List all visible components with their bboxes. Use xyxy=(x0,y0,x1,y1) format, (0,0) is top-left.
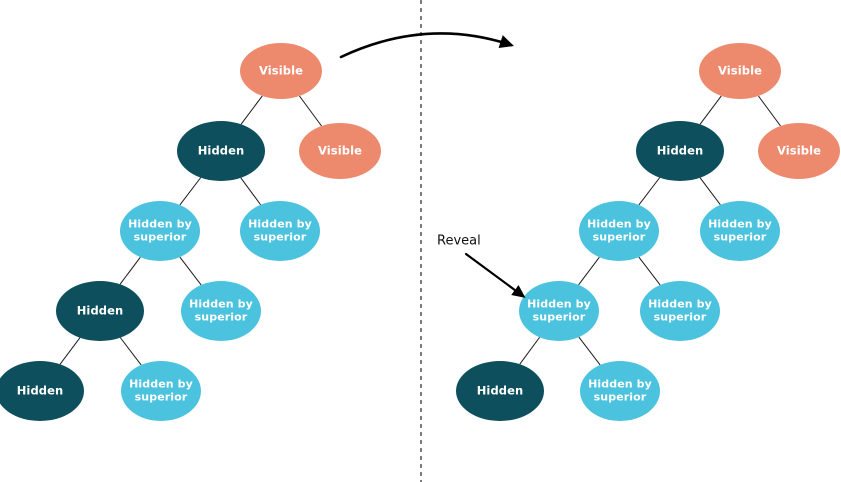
left-node-hidden[interactable]: Hidden xyxy=(0,361,84,421)
node-label: Hidden xyxy=(198,144,245,158)
node-ellipse[interactable] xyxy=(240,43,322,99)
left-node-hidden[interactable]: Hidden xyxy=(56,281,144,341)
tree-edge xyxy=(638,256,661,286)
right-node-visible[interactable]: Visible xyxy=(758,123,840,179)
node-ellipse[interactable] xyxy=(579,201,659,261)
right-node-hidden[interactable]: Hidden xyxy=(636,121,724,181)
tree-edge xyxy=(59,337,81,365)
right-node-hidden[interactable]: Hidden xyxy=(456,361,544,421)
node-ellipse[interactable] xyxy=(699,43,781,99)
node-label: Hidden xyxy=(77,304,124,318)
right-node-visible[interactable]: Visible xyxy=(699,43,781,99)
left-node-hidden[interactable]: Hidden xyxy=(177,121,265,181)
tree-edge xyxy=(578,336,601,366)
transition-arrow-icon xyxy=(339,32,514,59)
tree-edge xyxy=(179,177,202,206)
tree-edge xyxy=(179,256,202,286)
tree-edge xyxy=(578,256,600,286)
tree-edge xyxy=(299,95,322,127)
tree-edge xyxy=(519,336,541,365)
node-label: Visible xyxy=(259,64,303,78)
node-ellipse[interactable] xyxy=(299,123,381,179)
node-ellipse[interactable] xyxy=(456,361,544,421)
node-ellipse[interactable] xyxy=(758,123,840,179)
node-ellipse[interactable] xyxy=(240,201,320,261)
node-ellipse[interactable] xyxy=(56,281,144,341)
node-label: Hidden xyxy=(17,384,64,398)
left-tree-edges xyxy=(59,95,322,366)
tree-edge xyxy=(699,95,722,125)
node-ellipse[interactable] xyxy=(120,201,200,261)
reveal-label: Reveal xyxy=(437,234,481,249)
node-ellipse[interactable] xyxy=(700,201,780,261)
tree-edge xyxy=(240,95,263,125)
tree-edge xyxy=(758,95,781,127)
tree-edge xyxy=(699,177,721,206)
reveal-arrow-icon xyxy=(464,252,526,298)
node-ellipse[interactable] xyxy=(636,121,724,181)
node-label: Visible xyxy=(718,64,762,78)
node-label: Visible xyxy=(318,144,362,158)
node-ellipse[interactable] xyxy=(177,121,265,181)
tree-edge xyxy=(119,337,142,366)
node-label: Visible xyxy=(777,144,821,158)
left-node-visible[interactable]: Visible xyxy=(299,123,381,179)
node-ellipse[interactable] xyxy=(0,361,84,421)
left-node-visible[interactable]: Visible xyxy=(240,43,322,99)
tree-edge xyxy=(119,256,141,285)
node-ellipse[interactable] xyxy=(121,361,201,421)
node-ellipse[interactable] xyxy=(181,281,261,341)
node-label: Hidden xyxy=(657,144,704,158)
node-ellipse[interactable] xyxy=(519,281,599,341)
node-ellipse[interactable] xyxy=(640,281,720,341)
node-ellipse[interactable] xyxy=(580,361,660,421)
right-tree-edges xyxy=(519,95,781,366)
node-label: Hidden xyxy=(477,384,524,398)
tree-edge xyxy=(638,177,661,206)
tree-edge xyxy=(240,177,262,206)
